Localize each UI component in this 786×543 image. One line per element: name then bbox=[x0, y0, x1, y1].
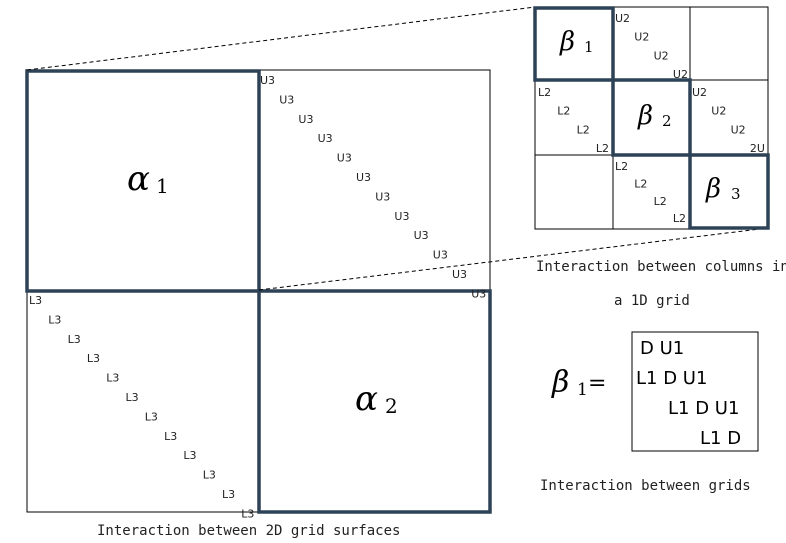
caption-surfaces: Interaction between 2D grid surfaces bbox=[97, 523, 400, 539]
zoom-line-bottom bbox=[258, 227, 769, 291]
alpha2-block bbox=[257, 289, 492, 514]
u2-label-block12: U2 bbox=[615, 12, 630, 25]
l3-label: L3 bbox=[145, 410, 158, 423]
u2-label-block23: 2U bbox=[750, 142, 765, 155]
l3-label: L3 bbox=[222, 488, 235, 501]
beta1-subscript: 1 bbox=[584, 38, 594, 56]
u3-label: U3 bbox=[394, 210, 409, 223]
l2-label-block32: L2 bbox=[634, 177, 647, 190]
u3-label: U3 bbox=[279, 93, 294, 106]
l3-label: L3 bbox=[183, 449, 196, 462]
u2-label-block23: U2 bbox=[711, 105, 726, 118]
beta2-block bbox=[611, 78, 692, 157]
u3-label: U3 bbox=[414, 229, 429, 242]
l2-label-block32: L2 bbox=[654, 195, 667, 208]
beta3-symbol: β bbox=[705, 174, 721, 204]
u3-label: U3 bbox=[337, 152, 352, 165]
u2-label-block12: U2 bbox=[654, 49, 669, 62]
equation-equals-sign: = bbox=[588, 371, 606, 396]
equation-beta-subscript: 1 bbox=[577, 380, 588, 400]
zoom-connectors bbox=[26, 6, 769, 291]
l2-label-block21: L2 bbox=[557, 105, 570, 118]
alpha1-symbol: α bbox=[127, 159, 150, 199]
u3-label: U3 bbox=[356, 171, 371, 184]
l3-label: L3 bbox=[87, 352, 100, 365]
l2-label-block32: L2 bbox=[673, 212, 686, 225]
u3-label: U3 bbox=[375, 190, 390, 203]
l2-label-block21: L2 bbox=[596, 142, 609, 155]
alpha2-symbol: α bbox=[355, 379, 378, 419]
caption-columns-line1: Interaction between columns in bbox=[536, 259, 786, 275]
beta2-subscript: 2 bbox=[662, 112, 672, 130]
caption-columns-line2: a 1D grid bbox=[614, 293, 690, 309]
l3-label: L3 bbox=[203, 469, 216, 482]
l2-label-block21: L2 bbox=[538, 86, 551, 99]
u3-label: U3 bbox=[298, 113, 313, 126]
l3-label: L3 bbox=[29, 294, 42, 307]
l2-label-block21: L2 bbox=[577, 123, 590, 136]
equation-row-2: L1 D U1 bbox=[636, 368, 707, 389]
beta3-block bbox=[688, 153, 770, 230]
small-matrix-frame bbox=[534, 6, 769, 230]
small-matrix: β 1 β 2 β 3 U2U2U2U2U2U2U22UL2L2L2L2L2L2… bbox=[533, 6, 770, 230]
u2-label-block23: U2 bbox=[731, 123, 746, 136]
alpha1-subscript: 1 bbox=[156, 174, 169, 198]
u3-label: U3 bbox=[433, 249, 448, 262]
l3-label: L3 bbox=[241, 507, 254, 520]
u3-label: U3 bbox=[452, 268, 467, 281]
l3-label: L3 bbox=[126, 391, 139, 404]
beta1-symbol: β bbox=[559, 27, 575, 57]
alpha2-subscript: 2 bbox=[385, 394, 398, 418]
beta1-block bbox=[533, 6, 615, 82]
l3-label: L3 bbox=[68, 333, 81, 346]
beta2-symbol: β bbox=[637, 101, 653, 131]
l3-label: L3 bbox=[164, 430, 177, 443]
u3-label: U3 bbox=[260, 74, 275, 87]
equation-row-4: L1 D bbox=[700, 428, 741, 449]
l2-label-block32: L2 bbox=[615, 160, 628, 173]
u3-label: U3 bbox=[318, 132, 333, 145]
alpha1-block bbox=[25, 69, 261, 293]
caption-grids: Interaction between grids bbox=[540, 478, 751, 494]
l3-label: L3 bbox=[106, 372, 119, 385]
beta1-equation: β 1 = D U1 L1 D U1 L1 D U1 L1 D bbox=[551, 331, 759, 452]
equation-matrix-box bbox=[631, 331, 759, 452]
u2-label-block23: U2 bbox=[692, 86, 707, 99]
equation-row-3: L1 D U1 bbox=[668, 398, 739, 419]
equation-row-1: D U1 bbox=[640, 338, 684, 359]
u2-label-block12: U2 bbox=[673, 68, 688, 81]
l3-label: L3 bbox=[48, 313, 61, 326]
u3-label: U3 bbox=[471, 287, 486, 300]
u2-label-block12: U2 bbox=[634, 31, 649, 44]
equation-beta-symbol: β bbox=[551, 365, 569, 400]
beta3-subscript: 3 bbox=[731, 185, 741, 203]
zoom-line-top bbox=[26, 6, 536, 71]
